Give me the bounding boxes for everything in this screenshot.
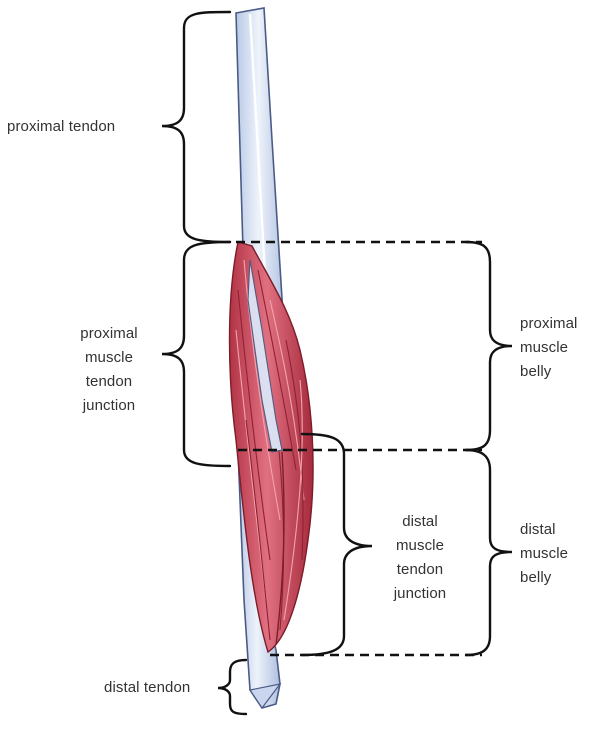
- proximal-belly-line-2: muscle: [520, 339, 569, 356]
- distal-junction-line-2: muscle: [395, 537, 445, 554]
- distal-belly-line-3: belly: [520, 569, 552, 586]
- proximal-junction-line-4: junction: [82, 397, 136, 414]
- distal-belly-line-1: distal: [520, 521, 556, 538]
- distal-junction-line-3: tendon: [396, 561, 444, 578]
- proximal-tendon-label-text: proximal tendon: [7, 118, 116, 135]
- proximal-junction-line-3: tendon: [85, 373, 133, 390]
- distal-tendon-label: distal tendon: [104, 676, 190, 700]
- proximal-junction-line-2: muscle: [84, 349, 134, 366]
- distal-junction-line-1: distal: [402, 513, 438, 530]
- curly-brace-icon: [161, 10, 513, 716]
- proximal-tendon-label: proximal tendon: [7, 115, 115, 139]
- distal-junction-label: distal muscle tendon junction: [378, 510, 462, 606]
- proximal-belly-line-3: belly: [520, 363, 552, 380]
- proximal-junction-line-1: proximal: [80, 325, 138, 342]
- distal-tendon-label-text: distal tendon: [104, 679, 191, 696]
- raphe-line: [275, 451, 285, 646]
- distal-belly-label: distal muscle belly: [520, 518, 600, 590]
- proximal-belly-line-1: proximal: [520, 315, 578, 332]
- proximal-belly-label: proximal muscle belly: [520, 312, 606, 384]
- proximal-junction-label: proximal muscle tendon junction: [62, 322, 156, 418]
- distal-junction-line-4: junction: [393, 585, 447, 602]
- distal-tendon-cut-end: [249, 683, 282, 710]
- distal-belly-line-2: muscle: [520, 545, 569, 562]
- muscle-fibers: [235, 259, 305, 641]
